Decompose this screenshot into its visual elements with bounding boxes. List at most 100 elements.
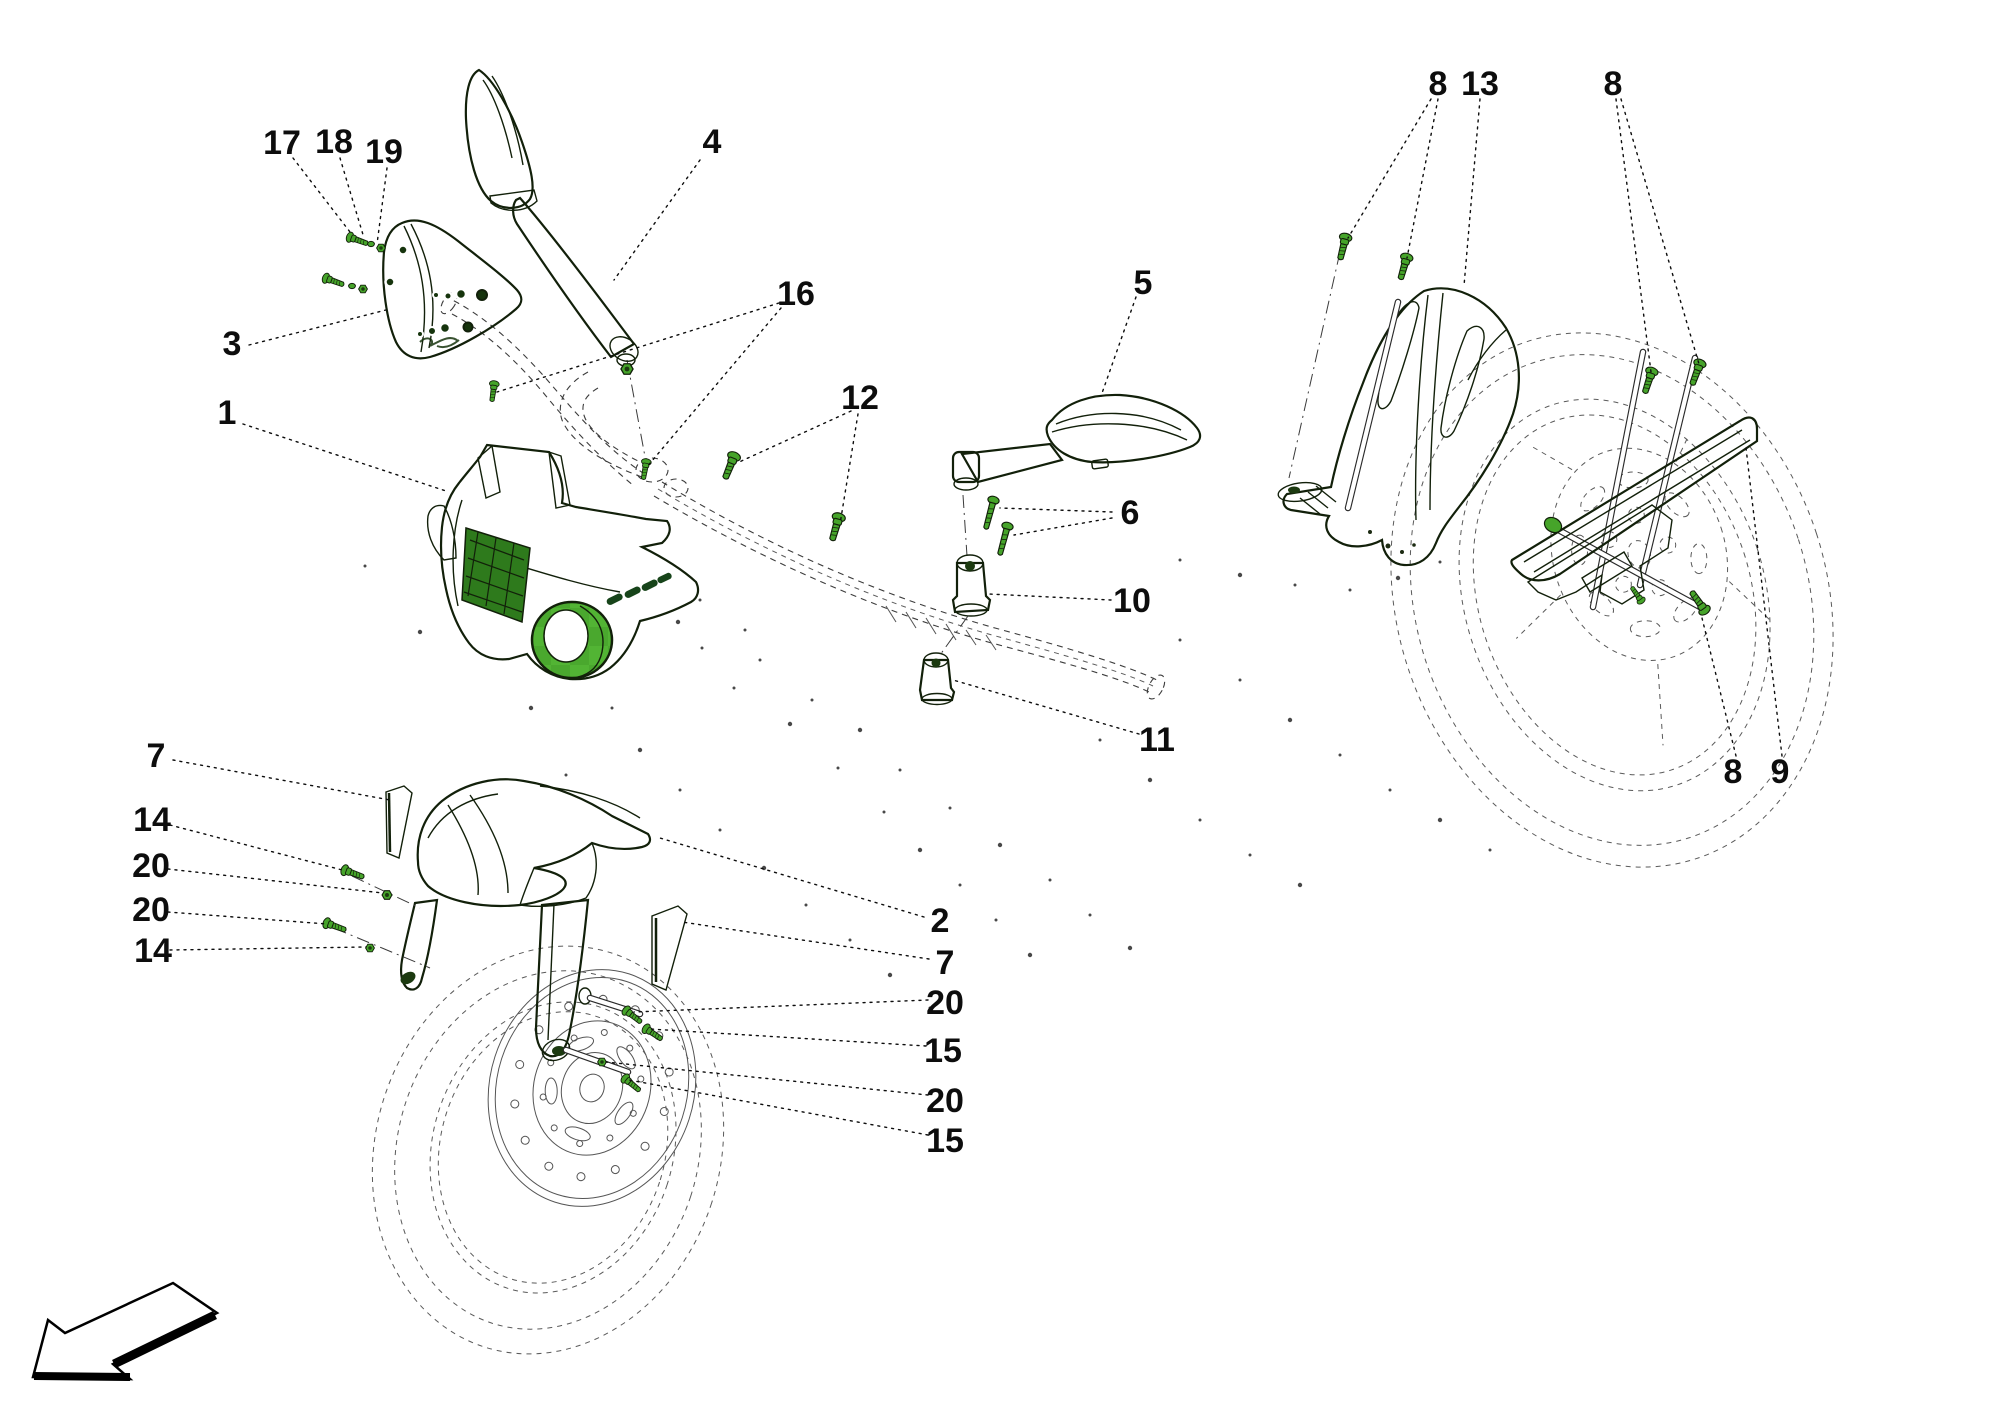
speckle-dot xyxy=(1488,848,1492,852)
sketch-hole xyxy=(600,1028,608,1036)
sketch-hole xyxy=(515,1060,525,1070)
sketch-hole xyxy=(1627,506,1645,524)
speckle-dot xyxy=(1098,738,1102,742)
sketch-hole xyxy=(637,1075,645,1083)
sketch-hole xyxy=(576,1172,586,1182)
speckle-dot xyxy=(610,706,614,710)
callout-leader-line xyxy=(736,410,852,464)
callout-label-1: 1 xyxy=(218,394,237,432)
windscreen-nut-icon xyxy=(358,284,368,294)
speckle-dot xyxy=(743,628,747,632)
callout-label-16: 16 xyxy=(777,275,815,313)
callout-label-11: 11 xyxy=(1139,721,1175,759)
rear-wheel-sketch xyxy=(1390,332,1834,868)
headlight-fairing-part xyxy=(426,379,847,681)
callout-label-6: 6 xyxy=(1121,494,1140,532)
speckle-dot xyxy=(1338,753,1342,757)
speckle-dot xyxy=(758,658,762,662)
callout-leader-line xyxy=(376,167,388,245)
speckle-dot xyxy=(787,721,793,727)
mirror-bolt-icon xyxy=(979,494,1001,532)
callout-leader-line xyxy=(242,423,450,493)
direction-arrow-icon xyxy=(31,1281,220,1381)
sketch-hole xyxy=(659,1106,669,1116)
sketch-slot xyxy=(1617,471,1649,489)
sketch-slot xyxy=(1690,543,1708,575)
callout-leader-line xyxy=(649,1028,927,1047)
sketch-hole xyxy=(610,1165,620,1175)
callout-leader-line xyxy=(999,507,1113,513)
hugger-screw-icon xyxy=(1393,251,1415,282)
speckle-dot xyxy=(928,1006,932,1010)
callout-leader-line xyxy=(988,593,1112,601)
handlebar-clamp-part xyxy=(918,652,956,706)
callout-leader-line xyxy=(1463,98,1481,287)
speckle-dot xyxy=(564,773,568,777)
speckle-dot xyxy=(1088,913,1092,917)
callout-label-20: 20 xyxy=(132,847,170,885)
speckle-dot xyxy=(700,646,704,650)
speckle-dot xyxy=(857,727,863,733)
windscreen-screw-icon xyxy=(344,230,371,250)
speckle-dot xyxy=(1198,818,1202,822)
brake-disc-sketch xyxy=(487,969,697,1207)
callout-leader-line xyxy=(1013,517,1113,536)
fender-screw-icon xyxy=(338,863,367,883)
callout-label-5: 5 xyxy=(1134,264,1153,302)
callout-label-8: 8 xyxy=(1604,65,1623,103)
speckle-dot xyxy=(848,938,852,942)
windscreen-part xyxy=(320,219,523,360)
speckle-dot xyxy=(836,766,840,770)
speckle-dot xyxy=(887,972,893,978)
callout-leader-line xyxy=(167,911,328,925)
rear-spoke-line xyxy=(1657,664,1664,746)
callout-leader-line xyxy=(496,302,780,393)
callout-leader-line xyxy=(839,413,859,525)
hugger-screw-icon xyxy=(1333,231,1354,262)
callout-label-8: 8 xyxy=(1429,65,1448,103)
callout-label-9: 9 xyxy=(1771,753,1790,791)
callout-leader-line xyxy=(659,837,925,918)
sketch-hole xyxy=(550,1124,558,1132)
front-wheel-sketch xyxy=(371,945,725,1355)
callout-label-4: 4 xyxy=(703,123,722,161)
speckle-dot xyxy=(363,564,367,568)
callout-label-2: 2 xyxy=(931,902,950,940)
callout-label-10: 10 xyxy=(1113,582,1151,620)
fender-strip-right-part xyxy=(651,905,688,991)
speckle-dot xyxy=(804,903,808,907)
speckle-dot xyxy=(637,747,643,753)
speckle-dot xyxy=(675,619,681,625)
callout-label-3: 3 xyxy=(223,325,242,363)
speckle-dot xyxy=(1248,853,1252,857)
cowl-screw-icon xyxy=(825,510,847,543)
mirror-mount-nut-icon xyxy=(620,363,634,375)
windscreen-washer-icon xyxy=(348,282,356,290)
callout-label-17: 17 xyxy=(263,124,301,162)
chain-guard-part xyxy=(1510,348,1759,618)
sketch-slot xyxy=(614,1101,634,1125)
callout-leader-line xyxy=(167,868,384,894)
sketch-hole xyxy=(606,1134,614,1142)
sketch-hole xyxy=(1614,575,1632,593)
speckle-dot xyxy=(678,788,682,792)
callout-label-13: 13 xyxy=(1461,65,1499,103)
speckle-dot xyxy=(1438,560,1442,564)
speckle-dot xyxy=(1178,558,1182,562)
callout-leader-line xyxy=(633,999,929,1013)
sketch-slot xyxy=(1664,492,1690,518)
callout-label-7: 7 xyxy=(147,737,166,775)
right-mirror-part xyxy=(918,393,1202,706)
sketch-hole xyxy=(544,1161,554,1171)
handlebar-knurl-icon xyxy=(885,605,997,651)
speckle-dot xyxy=(917,847,923,853)
callout-leader-line xyxy=(169,946,367,951)
callout-leader-line xyxy=(169,824,347,872)
callout-label-15: 15 xyxy=(924,1032,962,1070)
sketch-hole xyxy=(510,1099,520,1109)
sketch-hole xyxy=(629,1109,637,1117)
callout-leader-line xyxy=(339,157,365,239)
speckle-dot xyxy=(1237,572,1243,578)
sketch-slot xyxy=(1571,534,1589,566)
